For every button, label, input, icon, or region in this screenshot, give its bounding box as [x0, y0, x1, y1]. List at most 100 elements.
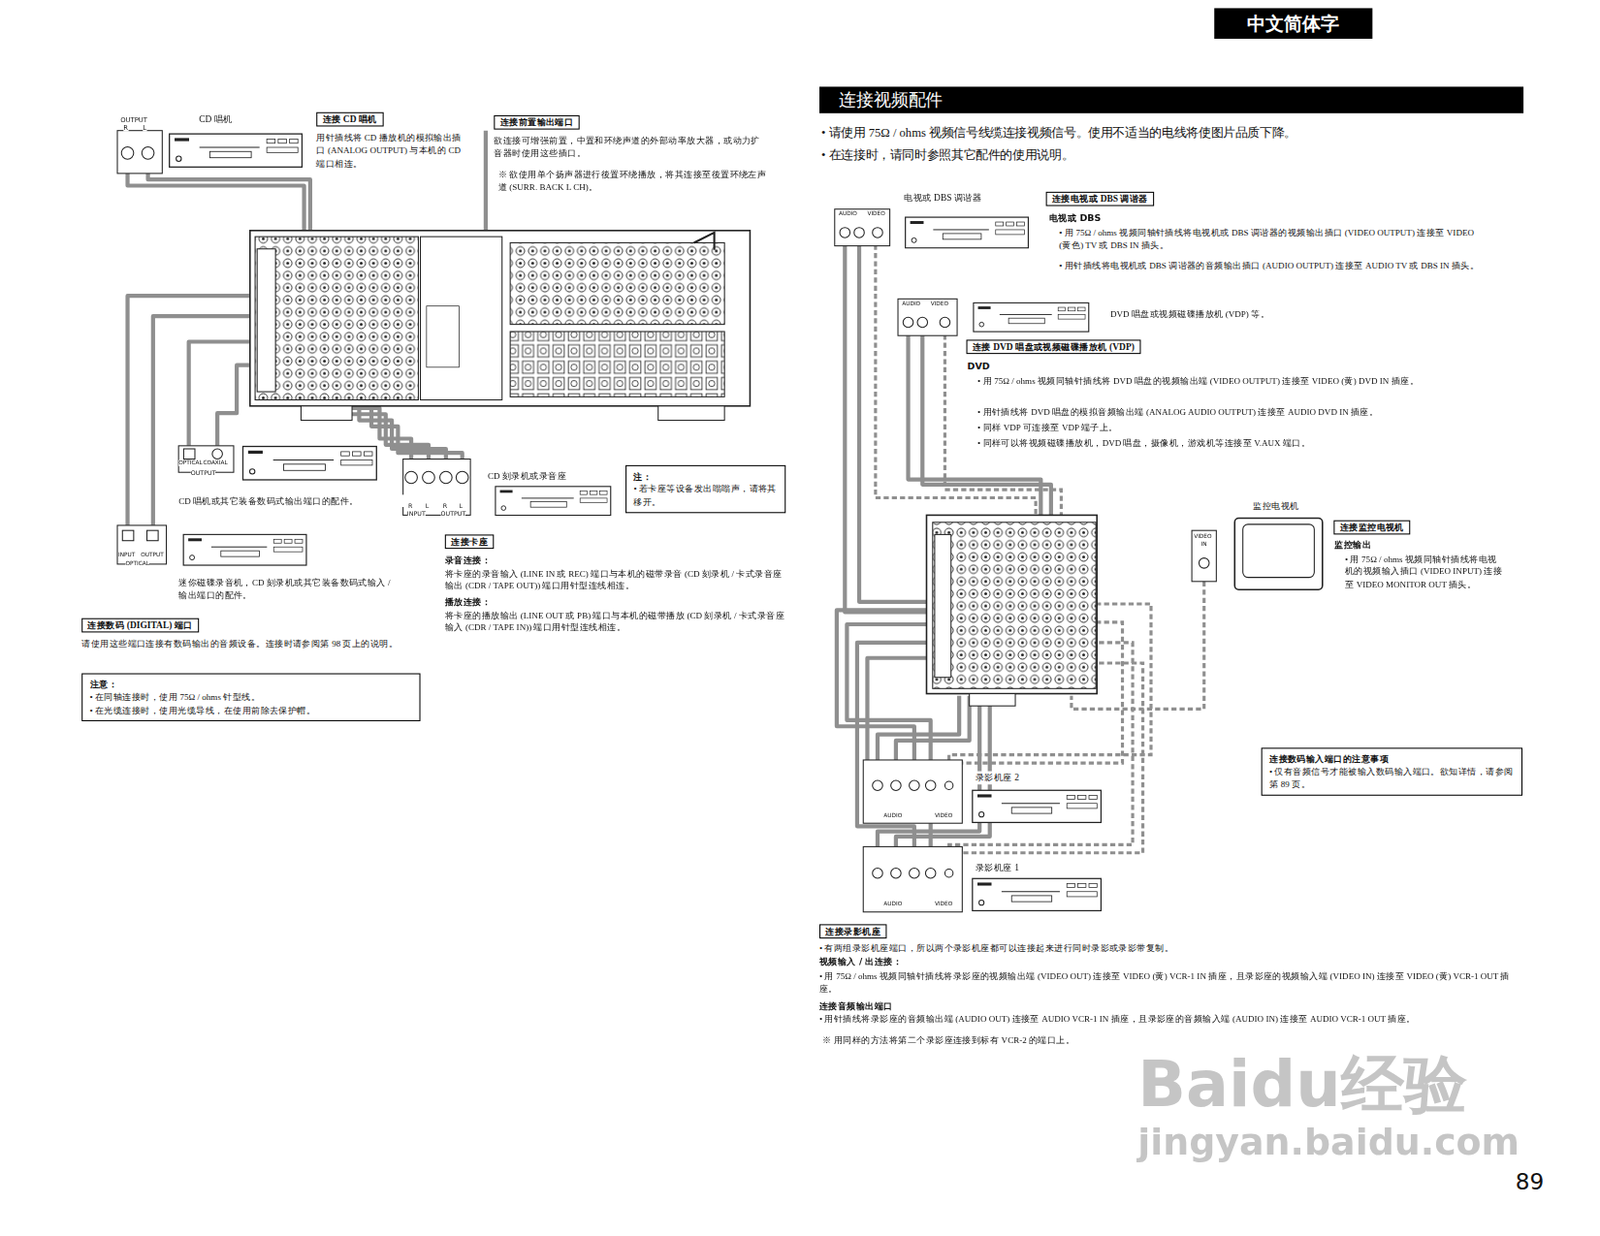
circle-shape [872, 780, 884, 792]
use-shape [495, 486, 611, 516]
circle-shape [925, 780, 936, 792]
text-label: 电视或 DBS 调谐器 [903, 192, 982, 206]
jack-label: OUTPUT [120, 117, 148, 125]
circle-shape [455, 471, 469, 484]
path-shape [836, 609, 931, 761]
jack-label: AUDIO [883, 813, 902, 820]
circle-shape [891, 780, 902, 792]
text-label: • 用针插线将电视机或 DBS 调谐器的音频输出插口 (AUDIO OUTPUT… [1058, 258, 1488, 272]
jack-label: AUDIO [838, 211, 858, 218]
rect-shape [183, 448, 195, 460]
rect-shape [510, 331, 725, 397]
note-box: 连接数码输入端口的注意事项• 仅有音频信号才能被输入数码输入端口。欲知详情，请参… [1261, 747, 1523, 797]
g-shape [872, 780, 954, 879]
watermark: Baidu经验 [1137, 1053, 1468, 1117]
jack-label: L [425, 503, 430, 510]
circle-shape [925, 868, 936, 880]
text-label: 录影机座 1 [975, 861, 1020, 875]
circle-shape [121, 147, 134, 160]
text-label: CD 唱机 [198, 113, 232, 128]
page-number: 89 [1515, 1166, 1544, 1200]
jack-label: VIDEO [930, 300, 949, 307]
jack-label: OPTICAL [178, 460, 203, 467]
jack-label: AUDIO [883, 901, 902, 908]
jack-label: AUDIO [901, 300, 921, 307]
path-shape [189, 342, 254, 447]
page-title: 连接视频配件 [819, 86, 1524, 113]
use-shape [169, 133, 303, 167]
jack-label: OUTPUT [191, 470, 217, 477]
text-label: ※ 用同样的方法将第二个录影座连接到标有 VCR-2 的端口上。 [822, 1034, 1527, 1048]
box-text: 注： [633, 470, 777, 483]
box-text: 连接前置输出端口 [500, 116, 575, 129]
box-text: 连接 DVD 唱盘或视频磁碟播放机 (VDP) [972, 340, 1135, 353]
text-label: • 有两组录影机座端口，所以两个录影机座都可以连接起来进行同时录影或录影带复制。 [819, 941, 1524, 955]
rect-shape [1191, 530, 1216, 582]
jack-label: VIDEO [934, 813, 953, 820]
heading-box: 连接卡座 [445, 534, 495, 549]
text-label: • 请使用 75Ω / ohms 视频信号线缆连接视频信号。使用不适当的电线将使… [821, 124, 1526, 142]
text-label: • 在连接时，请同时参照其它配件的使用说明。 [821, 147, 1526, 165]
circle-shape [872, 227, 884, 239]
rect-shape [863, 846, 962, 912]
rect-shape [117, 130, 162, 174]
text-label: 视频输入 / 出连接： [819, 956, 902, 969]
box-text: • 仅有音频信号才能被输入数码输入端口。欲知详情，请参阅第 89 页。 [1269, 766, 1515, 792]
path-shape [694, 232, 715, 251]
text-label: 播放连接： [445, 596, 491, 609]
jack-label: INPUT [118, 551, 135, 558]
rect-shape [256, 249, 276, 392]
text-label: • 用针插线将录影座的音频输出端 (AUDIO OUT) 连接至 AUDIO V… [819, 1013, 1524, 1026]
rect-shape [420, 236, 503, 400]
jack-label: COAXIAL [202, 460, 227, 467]
box-text: 连接数码输入端口的注意事项 [1269, 753, 1515, 767]
text-label: CD 唱机或其它装备数码式输出端口的配件。 [178, 494, 445, 508]
box-text: 连接监控电视机 [1340, 521, 1405, 535]
language-band: 中文简体字 [1214, 7, 1373, 39]
path-shape [217, 365, 254, 447]
heading-box: 连接录影机座 [819, 924, 887, 939]
jack-label: R [443, 503, 448, 510]
box-text: 中文简体字 [1214, 7, 1373, 39]
circle-shape [141, 147, 155, 160]
circle-shape [944, 869, 953, 878]
box-text: 连接录影机座 [825, 925, 881, 938]
rect-shape [863, 760, 962, 824]
rect-shape [932, 522, 1096, 690]
box-text: 注意： [90, 678, 414, 692]
circle-shape [212, 448, 224, 460]
rect-shape [897, 298, 958, 336]
use-shape [973, 302, 1089, 332]
jack-label: L [459, 503, 464, 510]
use-shape [183, 534, 307, 566]
path-shape [371, 400, 463, 462]
jack-label: R [123, 124, 128, 131]
text-label: 欲连接可增强前置，中置和环绕声道的外部动率放大器，或动力扩音器时使用这些插口。 [493, 134, 768, 160]
circle-shape [839, 227, 851, 239]
heading-box: 连接 CD 唱机 [316, 112, 384, 128]
jack-label: IN [1201, 542, 1208, 548]
jack-label: OPTICAL [125, 561, 150, 568]
rect-shape [926, 514, 1097, 694]
text-label: 录影机座 2 [975, 771, 1020, 786]
circle-shape [405, 471, 418, 484]
text-label: • 用 75Ω / ohms 视频同轴针插线将电视机的视频输入插口 (VIDEO… [1344, 552, 1504, 591]
text-label: 将卡座的录音输入 (LINE IN 或 REC) 端口与本机的磁带录音 (CD … [445, 567, 791, 593]
rect-shape [934, 534, 952, 677]
g-shape [128, 130, 1052, 848]
box-text: 连接电视或 DBS 调谐器 [1052, 192, 1149, 206]
box-text: • 若卡座等设备发出嗡嗡声，请将其移开。 [633, 482, 777, 509]
rect-shape [426, 306, 460, 368]
text-label: 用针插线将 CD 播放机的模拟输出插口 (ANALOG OUTPUT) 与本机的… [316, 131, 468, 170]
circle-shape [902, 317, 914, 328]
circle-shape [422, 471, 436, 484]
text-label: 迷你磁碟录音机，CD 刻录机或其它装备数码式输入 / 输出端口的配件。 [178, 576, 393, 603]
rect-shape [834, 209, 891, 247]
use-shape [972, 878, 1102, 911]
jack-label: INPUT [407, 511, 426, 517]
jack-label: VIDEO [934, 901, 953, 908]
text-label: • 用 75Ω / ohms 视频同轴针插线将 DVD 唱盘的视频输出端 (VI… [977, 374, 1488, 387]
circle-shape [872, 868, 884, 880]
jack-label: VIDEO [1193, 533, 1212, 540]
